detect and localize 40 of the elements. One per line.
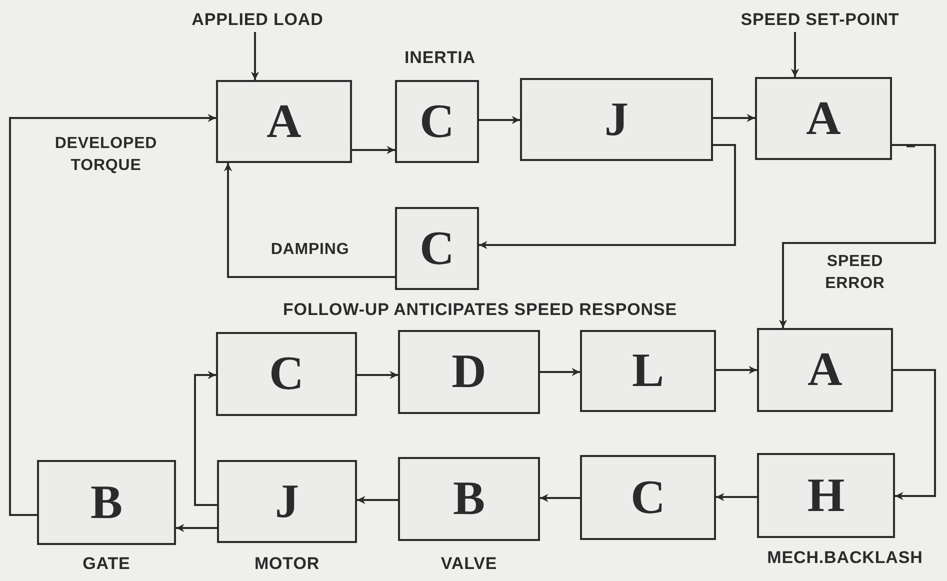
arrow xyxy=(716,492,757,502)
block-caption: GATE xyxy=(82,553,132,576)
arrow xyxy=(540,494,580,502)
block-box: B xyxy=(398,457,540,541)
block-box: C xyxy=(395,80,479,163)
block-caption: MECH.BACKLASH xyxy=(766,547,924,570)
input-label: APPLIED LOAD xyxy=(170,8,345,32)
block-box: A xyxy=(757,328,893,412)
arrow xyxy=(713,114,755,122)
block-box: C xyxy=(395,207,479,290)
arrow xyxy=(9,114,216,516)
arrow xyxy=(778,144,936,328)
block-box: D xyxy=(398,330,540,414)
block-box: B xyxy=(37,460,176,545)
block-box: J xyxy=(217,460,357,543)
block-box: A xyxy=(755,77,892,160)
block-box: H xyxy=(757,453,895,538)
block-caption: MOTOR xyxy=(253,553,321,576)
arrow xyxy=(352,146,395,154)
block-box: J xyxy=(520,78,713,161)
arrow xyxy=(790,32,800,77)
arrow xyxy=(716,366,757,374)
arrow xyxy=(250,32,260,80)
block-box: C xyxy=(580,455,716,540)
arrow xyxy=(357,370,398,380)
arrow xyxy=(479,144,736,250)
block-caption: VALVE xyxy=(440,553,498,576)
arrow xyxy=(357,496,398,504)
block-caption: INERTIA xyxy=(404,47,476,70)
arrow xyxy=(194,370,217,506)
input-label: SPEED SET-POINT xyxy=(700,8,940,32)
note-text: FOLLOW-UP ANTICIPATES SPEED RESPONSE xyxy=(282,299,678,322)
block-box: A xyxy=(216,80,352,163)
arrow xyxy=(479,116,520,124)
arrow xyxy=(540,368,580,376)
block-box: L xyxy=(580,330,716,412)
arrow xyxy=(224,163,395,278)
block-box: C xyxy=(216,332,357,416)
arrow xyxy=(893,369,936,500)
arrow xyxy=(176,524,217,532)
